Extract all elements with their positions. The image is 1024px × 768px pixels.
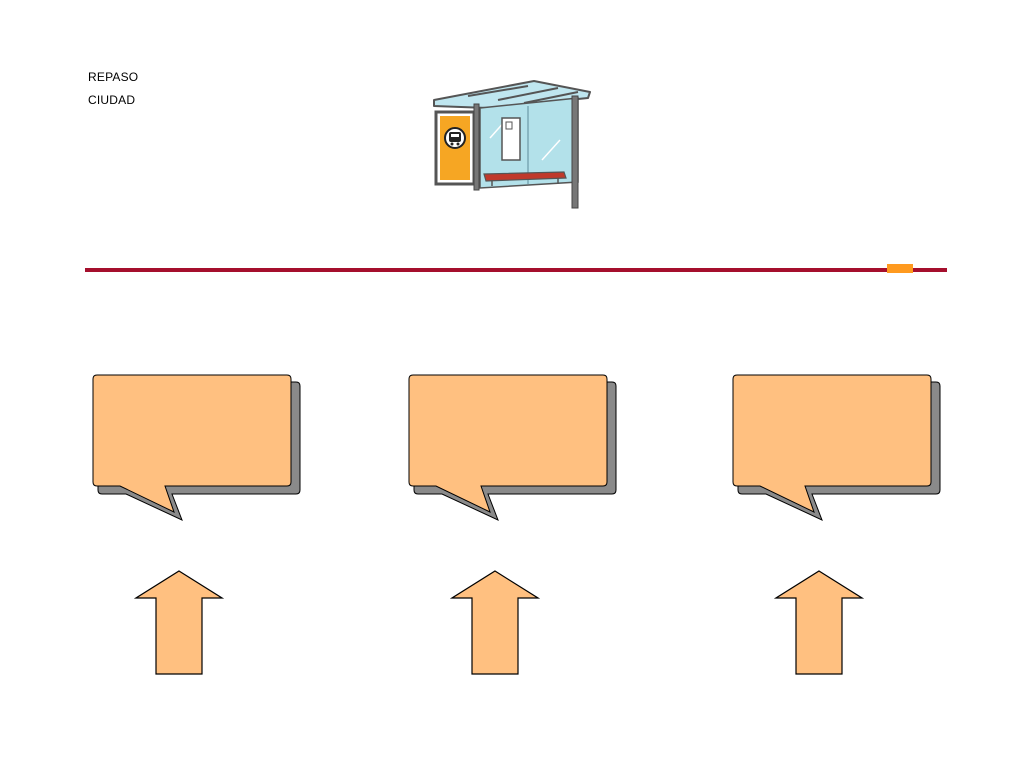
header-divider-line [85, 268, 947, 272]
up-arrow-icon [450, 570, 540, 675]
speech-bubble-1 [92, 374, 301, 521]
title-line-repaso: REPASO [88, 70, 139, 84]
up-arrow-icon [134, 570, 224, 675]
up-arrow-icon [774, 570, 864, 675]
title-line-ciudad: CIUDAD [88, 93, 136, 107]
bus-stop-shelter-icon [433, 80, 591, 209]
speech-bubble-3 [732, 374, 941, 521]
speech-bubble-2 [408, 374, 617, 521]
divider-marker [887, 264, 913, 273]
